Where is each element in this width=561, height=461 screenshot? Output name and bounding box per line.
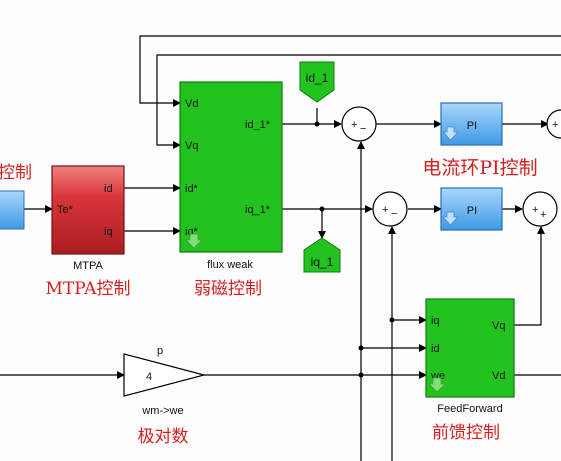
gain-param: p	[157, 345, 163, 357]
sum-block-right-bottom[interactable]: + +	[522, 191, 558, 227]
ff-port-iq: iq	[431, 315, 440, 327]
pi-block-top[interactable]: PI	[440, 102, 503, 146]
svg-text:+: +	[351, 119, 357, 131]
svg-text:−: −	[360, 123, 366, 135]
pi-top-label: PI	[467, 120, 477, 132]
subsystem-down-arrow-icon	[442, 126, 459, 141]
current-loop-annotation: 电流环PI控制	[422, 157, 537, 179]
flux-port-id: id*	[185, 183, 199, 195]
sum-block-top[interactable]: + −	[341, 106, 377, 142]
svg-text:+: +	[532, 204, 538, 216]
feedforward-annotation: 前馈控制	[432, 423, 500, 443]
goto-iq1-label: iq_1	[311, 255, 334, 269]
subsystem-down-arrow-icon	[185, 233, 203, 249]
wires	[0, 35, 561, 461]
sum-block-mid[interactable]: + −	[372, 191, 408, 227]
flux-port-vq: Vq	[185, 140, 198, 152]
ff-port-vd: Vd	[492, 370, 505, 382]
pole-pairs-annotation: 极对数	[138, 427, 189, 447]
ff-port-vq: Vq	[492, 320, 505, 332]
feedforward-block[interactable]: iq id we Vq Vd	[425, 298, 515, 398]
sum-block-right-top[interactable]: +	[546, 109, 561, 139]
svg-text:+: +	[382, 204, 388, 216]
flux-port-id1: id_1*	[245, 119, 271, 131]
flux-weak-block[interactable]: Vd Vq id* iq* id_1* iq_1*	[179, 81, 283, 253]
wire-ff-vq	[514, 226, 545, 326]
left-cut-annotation: 控制	[0, 163, 32, 183]
wire-vq-feedback	[156, 54, 561, 149]
mtpa-block[interactable]: Te* id iq	[51, 165, 125, 255]
speed-pi-block-partial[interactable]	[0, 190, 25, 230]
goto-id1-tag[interactable]: id_1	[299, 61, 335, 103]
gain-value: 4	[146, 371, 152, 383]
ff-port-id: id	[431, 343, 440, 355]
junctions	[314, 121, 395, 378]
gain-block[interactable]: 4	[123, 353, 207, 397]
flux-port-iq1: iq_1*	[245, 204, 271, 216]
svg-text:+: +	[552, 119, 558, 131]
flux-weak-name: flux weak	[207, 259, 253, 271]
goto-id1-label: id_1	[306, 71, 329, 85]
mtpa-port-iq: iq	[104, 226, 113, 238]
feedforward-name: FeedForward	[437, 403, 502, 415]
gain-name: wm->we	[141, 405, 183, 417]
pi-bottom-label: PI	[467, 205, 477, 217]
wire-vd-feedback	[139, 35, 561, 107]
mtpa-port-te: Te*	[57, 204, 74, 216]
mtpa-port-id: id	[104, 183, 113, 195]
goto-iq1-tag[interactable]: iq_1	[303, 237, 341, 273]
pi-block-bottom[interactable]: PI	[440, 187, 503, 231]
flux-weak-annotation: 弱磁控制	[194, 279, 262, 299]
flux-port-vd: Vd	[185, 98, 198, 110]
subsystem-down-arrow-icon	[442, 211, 459, 226]
svg-text:+: +	[540, 209, 546, 221]
mtpa-annotation: MTPA控制	[46, 279, 131, 299]
subsystem-down-arrow-icon	[428, 377, 446, 393]
mtpa-name: MTPA	[73, 260, 103, 272]
svg-text:−: −	[391, 208, 397, 220]
